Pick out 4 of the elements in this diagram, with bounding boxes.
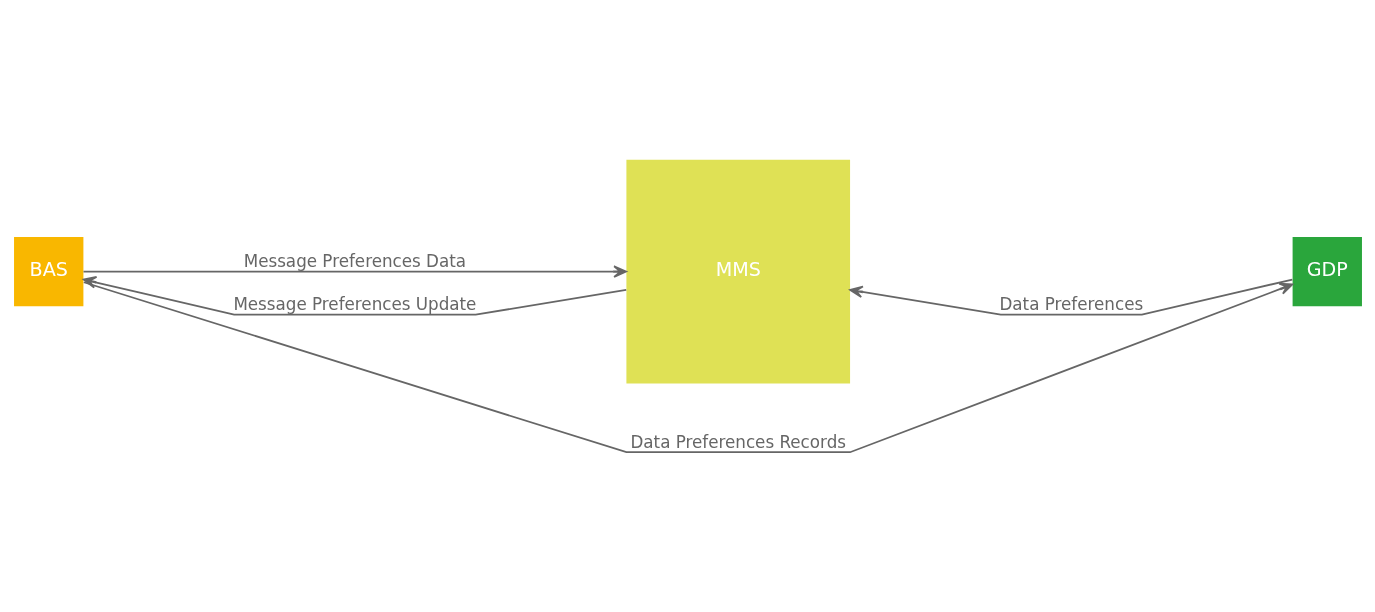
edge-label: Message Preferences Data xyxy=(243,251,466,272)
edge-label: Data Preferences xyxy=(998,294,1143,315)
edge-label: Data Preferences Records xyxy=(629,431,846,452)
edge-label: Message Preferences Update xyxy=(232,294,476,315)
